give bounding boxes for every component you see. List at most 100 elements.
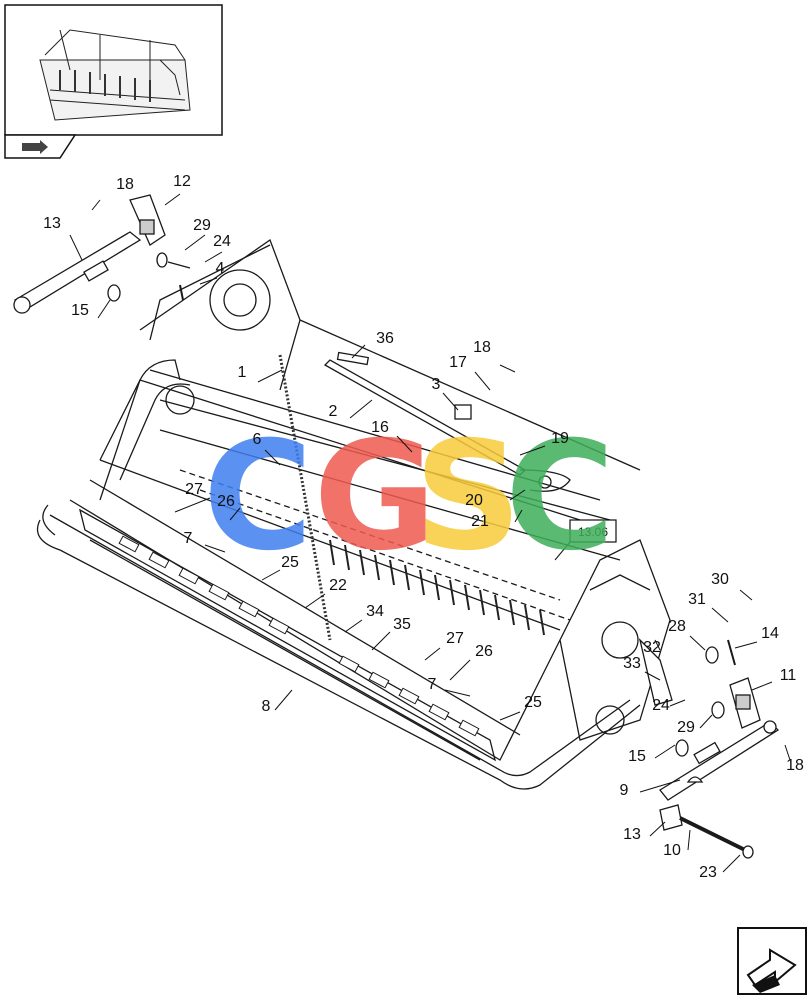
callout-36[interactable]: 36 <box>376 330 394 347</box>
callout-leader-18 <box>91 199 101 211</box>
callout-leader-11 <box>751 681 773 691</box>
callout-7[interactable]: 7 <box>428 676 437 693</box>
watermark-letter: S <box>414 410 522 584</box>
callout-22[interactable]: 22 <box>329 577 347 594</box>
watermark-letter: C <box>203 410 313 584</box>
callout-33[interactable]: 33 <box>623 655 641 672</box>
next-page-button[interactable] <box>737 927 807 995</box>
callout-leader-13 <box>649 821 666 837</box>
callout-13[interactable]: 13 <box>43 215 61 232</box>
callout-leader-18 <box>499 364 516 373</box>
callout-leader-34 <box>344 619 363 633</box>
callout-leader-28 <box>689 635 706 651</box>
callout-15[interactable]: 15 <box>71 302 89 319</box>
callout-leader-32 <box>654 639 661 651</box>
watermark-letter: G <box>313 410 436 584</box>
callout-35[interactable]: 35 <box>393 616 411 633</box>
arrow-next-icon <box>746 948 797 993</box>
callout-24[interactable]: 24 <box>652 697 670 714</box>
callout-leader-23 <box>722 854 741 873</box>
callout-leader-36 <box>351 344 366 359</box>
callout-12[interactable]: 12 <box>173 173 191 190</box>
reference-box[interactable]: 13.06 <box>554 519 617 561</box>
callout-16[interactable]: 16 <box>371 419 389 436</box>
left-shaft-assembly <box>13 194 191 314</box>
callout-26[interactable]: 26 <box>217 493 235 510</box>
callout-23[interactable]: 23 <box>699 864 717 881</box>
callout-leader-35 <box>371 631 391 651</box>
callout-leader-22 <box>304 593 326 609</box>
callout-leader-26 <box>229 507 241 521</box>
callout-leader-21 <box>514 509 523 523</box>
callout-26[interactable]: 26 <box>475 643 493 660</box>
callout-19[interactable]: 19 <box>551 430 569 447</box>
callout-leader-14 <box>734 641 758 649</box>
callout-21[interactable]: 21 <box>471 513 489 530</box>
callout-leader-17 <box>474 371 491 391</box>
callout-leader-1 <box>257 369 283 383</box>
callout-25[interactable]: 25 <box>524 694 542 711</box>
overview-thumbnail[interactable] <box>4 4 223 136</box>
callout-leader-24 <box>204 251 223 263</box>
callout-13[interactable]: 13 <box>623 826 641 843</box>
callout-leader-27 <box>174 497 211 513</box>
callout-30[interactable]: 30 <box>711 571 729 588</box>
watermark-letter: C <box>505 410 615 584</box>
callout-25[interactable]: 25 <box>281 554 299 571</box>
callout-8[interactable]: 8 <box>262 698 271 715</box>
callout-leader-8 <box>274 689 293 711</box>
callout-leader-29 <box>184 234 206 251</box>
callout-18[interactable]: 18 <box>473 339 491 356</box>
callout-20[interactable]: 20 <box>465 492 483 509</box>
callout-leader-7 <box>204 544 226 553</box>
callout-18[interactable]: 18 <box>116 176 134 193</box>
callout-leader-16 <box>396 435 413 453</box>
callout-2[interactable]: 2 <box>329 403 338 420</box>
callout-leader-6 <box>264 449 281 466</box>
callout-11[interactable]: 11 <box>780 667 797 684</box>
callout-1[interactable]: 1 <box>238 364 247 381</box>
callout-34[interactable]: 34 <box>366 603 384 620</box>
callout-14[interactable]: 14 <box>761 625 779 642</box>
callout-leader-29 <box>699 714 713 729</box>
callout-28[interactable]: 28 <box>668 618 686 635</box>
callout-3[interactable]: 3 <box>432 376 441 393</box>
chain <box>278 354 332 641</box>
callout-leader-13 <box>69 234 83 261</box>
callout-24[interactable]: 24 <box>213 233 231 250</box>
callout-leader-4 <box>199 277 218 285</box>
callout-leader-27 <box>424 647 441 661</box>
callout-29[interactable]: 29 <box>193 217 211 234</box>
callout-leader-19 <box>519 445 546 456</box>
reference-box-label: 13.06 <box>578 525 608 539</box>
back-tab[interactable] <box>4 134 77 159</box>
callout-leader-18 <box>784 744 791 761</box>
callout-10[interactable]: 10 <box>663 842 681 859</box>
callout-leader-3 <box>442 392 459 411</box>
callout-6[interactable]: 6 <box>253 431 262 448</box>
auger-tines <box>329 539 545 636</box>
callout-18[interactable]: 18 <box>786 757 804 774</box>
callout-leader-10 <box>687 829 691 851</box>
callout-27[interactable]: 27 <box>446 630 464 647</box>
callout-leader-25 <box>261 569 281 581</box>
callout-leader-26 <box>449 659 471 681</box>
callout-7[interactable]: 7 <box>184 530 193 547</box>
callout-leader-33 <box>644 671 661 681</box>
callout-17[interactable]: 17 <box>449 354 467 371</box>
callout-9[interactable]: 9 <box>620 782 629 799</box>
arrow-prev-icon <box>22 140 48 154</box>
front-slots <box>118 535 480 737</box>
callout-leader-20 <box>509 489 526 501</box>
callout-15[interactable]: 15 <box>628 748 646 765</box>
callout-27[interactable]: 27 <box>185 481 203 498</box>
callout-29[interactable]: 29 <box>677 719 695 736</box>
callout-31[interactable]: 31 <box>688 591 706 608</box>
right-shaft-assembly <box>638 637 780 859</box>
callout-leader-15 <box>654 744 676 759</box>
callout-4[interactable]: 4 <box>216 260 225 277</box>
callout-leader-25 <box>499 711 521 721</box>
